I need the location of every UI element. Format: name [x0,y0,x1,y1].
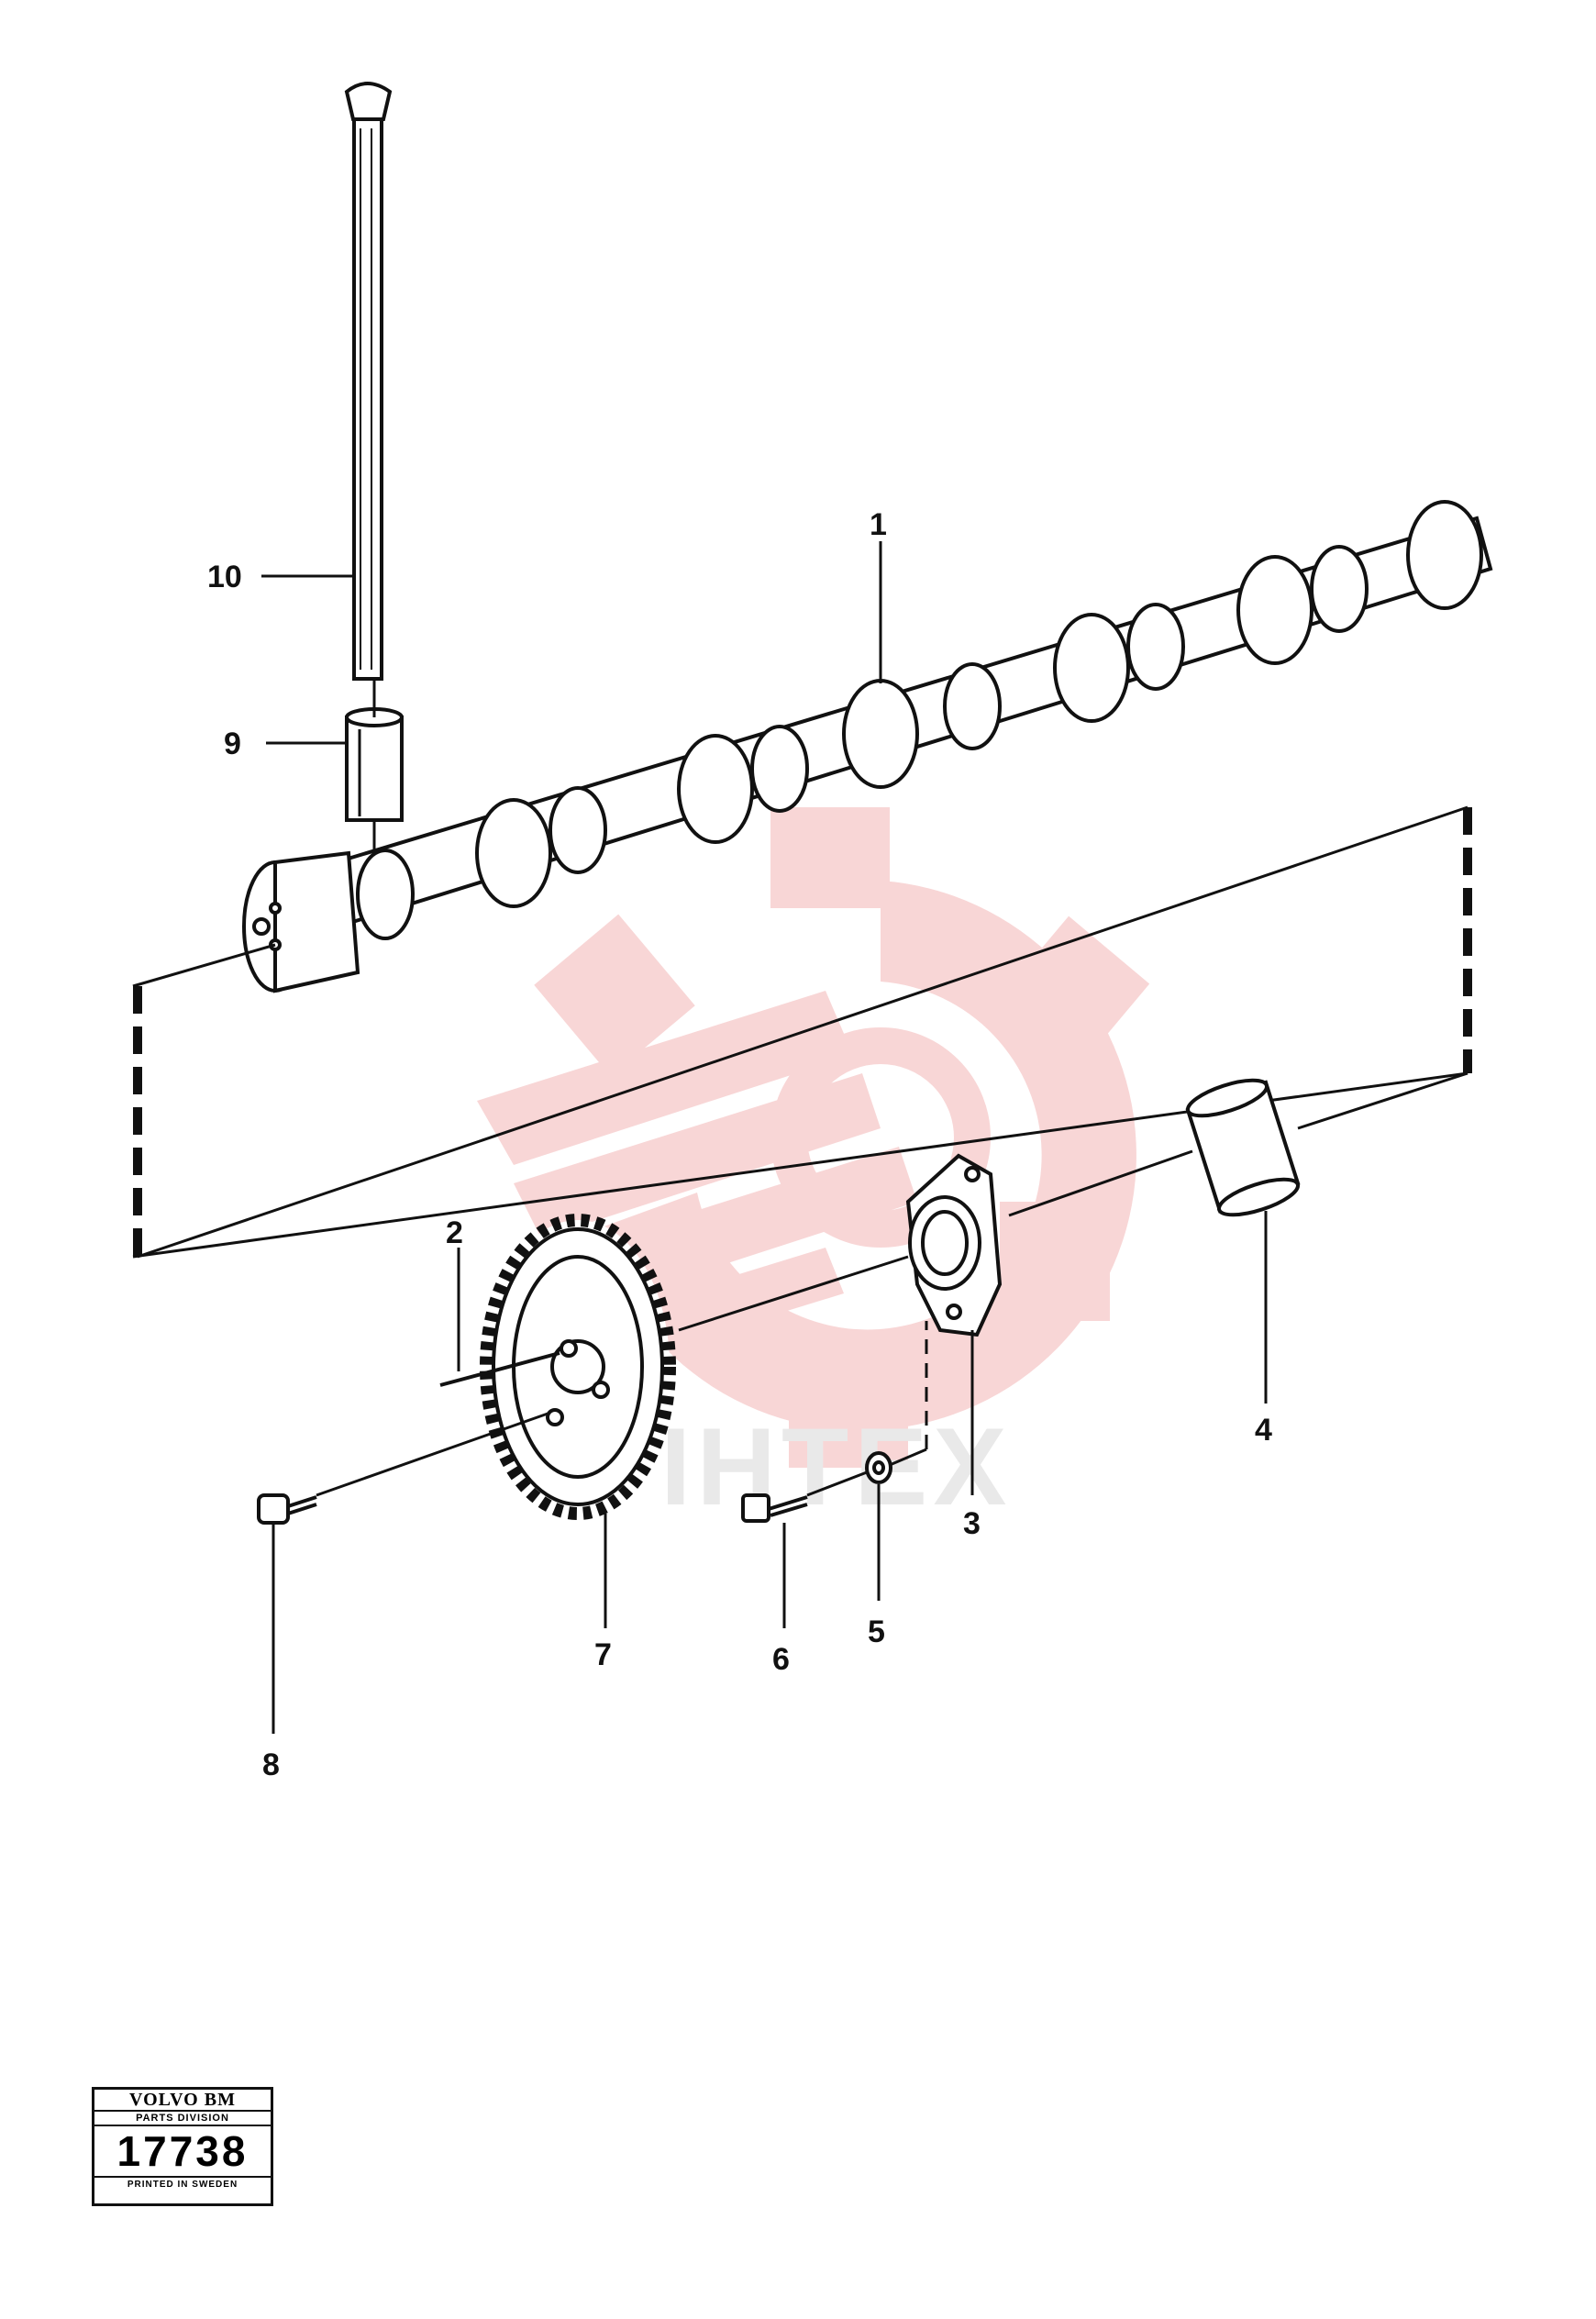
callout-4: 4 [1255,1413,1272,1448]
callout-10: 10 [207,560,242,594]
watermark-text: IHTEX [660,1405,1012,1528]
leader-lines [261,541,1268,1734]
stamp-number: 17738 [94,2126,271,2178]
callout-2: 2 [446,1215,463,1250]
callout-9: 9 [224,727,241,761]
stamp-printed: PRINTED IN SWEDEN [127,2180,238,2190]
stamp-brand: VOLVO BM [94,2090,271,2112]
assembly-axis-lines [316,1071,1469,1497]
washer-part [865,1451,892,1484]
flange-bolt-part [741,1493,808,1523]
gear-watermark-icon [477,807,1150,1468]
stamp-division: PARTS DIVISION [94,2112,271,2126]
pin-part [439,1351,560,1387]
timing-gear-part [480,1214,676,1520]
camshaft-part [242,500,1493,993]
callout-1: 1 [870,507,887,542]
parts-stamp: VOLVO BM PARTS DIVISION 17738 PRINTED IN… [92,2087,273,2206]
callout-7: 7 [594,1637,612,1672]
thrust-flange-part [905,1153,1003,1337]
callout-5: 5 [868,1614,885,1649]
pushrod-part [344,82,393,681]
bushing-part [1185,1078,1301,1217]
gear-bolt-part [257,1493,317,1525]
callout-8: 8 [262,1748,280,1782]
callout-labels: 1 2 3 4 5 6 7 8 9 10 [207,507,1272,1782]
callout-3: 3 [963,1506,981,1541]
callout-6: 6 [772,1642,790,1677]
